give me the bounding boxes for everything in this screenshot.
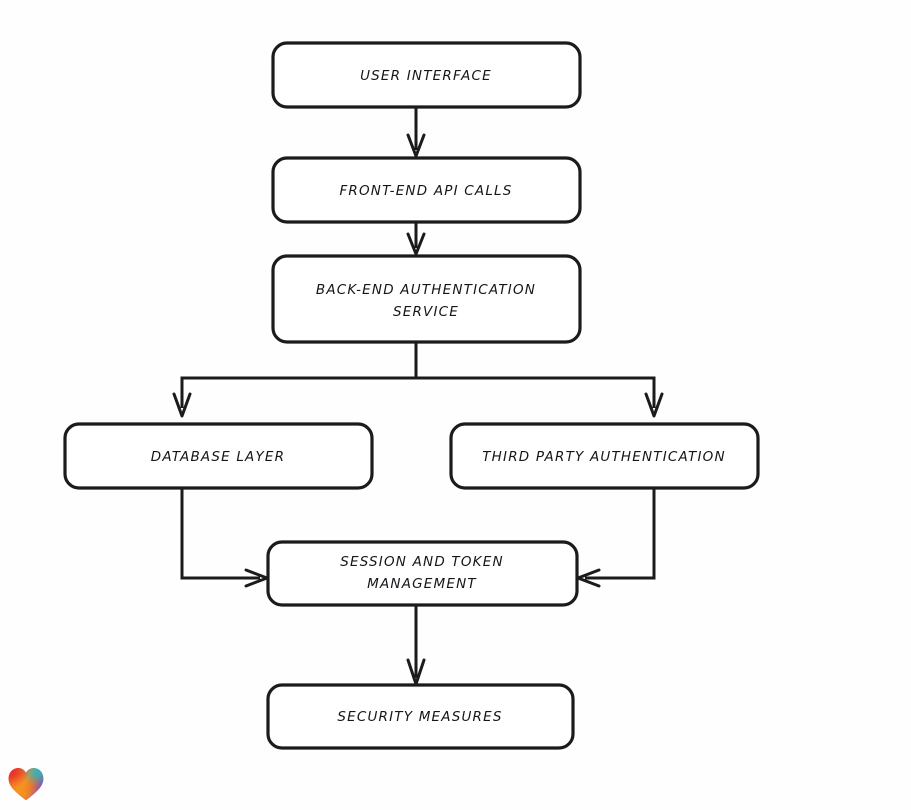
heart-logo-fill — [8, 768, 44, 801]
edge-front-end-api-calls-to-back-end-authentication-service — [406, 222, 426, 256]
node-third-party-authentication-shape[interactable] — [449, 422, 760, 490]
edge-third-party-authentication-to-session-and-token-management — [576, 488, 656, 588]
edge-user-interface-to-front-end-api-calls — [406, 107, 426, 158]
node-front-end-api-calls-label: FRONT-END API CALLS — [339, 183, 512, 199]
node-session-and-token-management[interactable]: SESSION AND TOKEN MANAGEMENT — [266, 540, 579, 607]
edge-back-end-authentication-service-to-database-layer — [172, 376, 416, 418]
node-session-and-token-management-shape[interactable] — [266, 540, 579, 607]
node-third-party-authentication-label: THIRD PARTY AUTHENTICATION — [482, 449, 726, 465]
node-security-measures[interactable]: SECURITY MEASURES — [266, 683, 575, 750]
node-database-layer[interactable]: DATABASE LAYER — [63, 422, 374, 490]
edge-back-end-authentication-service-to-third-party-authentication — [416, 376, 664, 418]
node-database-layer-shape[interactable] — [63, 422, 374, 490]
node-session-and-token-management-label-line2: MANAGEMENT — [367, 576, 477, 592]
node-back-end-authentication-service-shape[interactable] — [271, 254, 582, 344]
node-user-interface-shape[interactable] — [271, 41, 582, 109]
edge-session-and-token-management-to-security-measures — [406, 605, 426, 686]
node-back-end-authentication-service[interactable]: BACK-END AUTHENTICATION SERVICE — [271, 254, 582, 344]
node-user-interface-label: USER INTERFACE — [360, 68, 492, 84]
heart-logo-icon — [8, 768, 44, 801]
node-back-end-authentication-service-label-line1: BACK-END AUTHENTICATION — [316, 282, 536, 298]
node-security-measures-label: SECURITY MEASURES — [337, 709, 502, 725]
node-session-and-token-management-label-line1: SESSION AND TOKEN — [340, 554, 504, 570]
node-database-layer-label: DATABASE LAYER — [151, 449, 286, 465]
node-security-measures-shape[interactable] — [266, 683, 575, 750]
node-front-end-api-calls[interactable]: FRONT-END API CALLS — [271, 156, 582, 224]
node-front-end-api-calls-shape[interactable] — [271, 156, 582, 224]
node-back-end-authentication-service-label-line2: SERVICE — [393, 304, 459, 320]
node-user-interface[interactable]: USER INTERFACE — [271, 41, 582, 109]
edge-database-layer-to-session-and-token-management — [180, 488, 269, 588]
node-third-party-authentication[interactable]: THIRD PARTY AUTHENTICATION — [449, 422, 760, 490]
